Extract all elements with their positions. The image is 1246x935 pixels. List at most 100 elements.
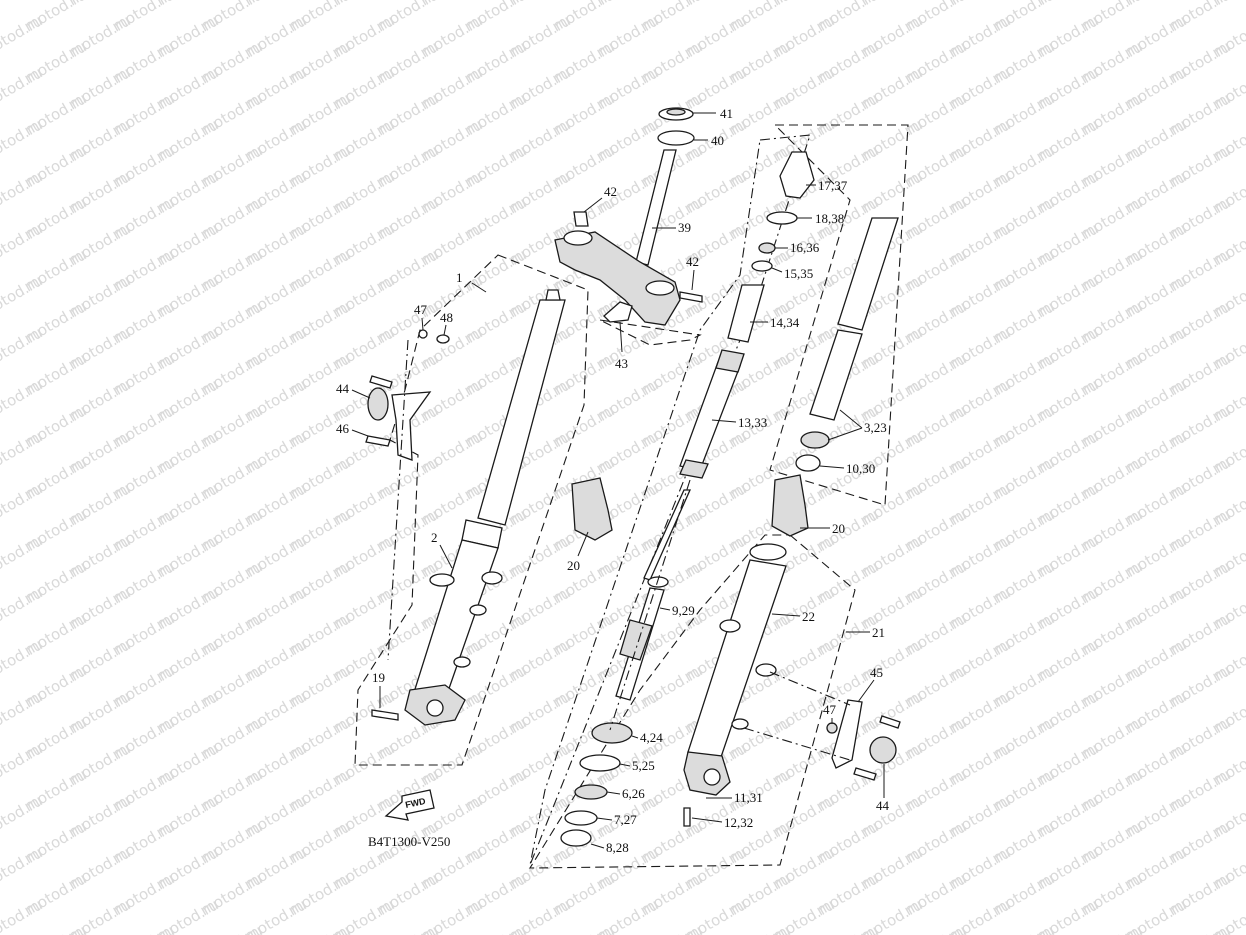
alignment-lines: [387, 339, 851, 761]
watermark-text: motod.ru: [549, 921, 618, 935]
label-14-34: 14,34: [770, 315, 800, 330]
leader-20-left: [577, 531, 589, 557]
watermark-text: motod.ru: [0, 531, 46, 581]
watermark-text: motod.ru: [0, 479, 46, 529]
right-dust-seal: [749, 543, 787, 561]
watermark-text: motod.ru: [1165, 921, 1234, 935]
watermark-text: motod.ru: [0, 739, 46, 789]
watermark-text: motod.ru: [0, 635, 46, 685]
clip-5: [579, 754, 621, 772]
label-19: 19: [372, 670, 385, 685]
leader-13: [711, 419, 737, 423]
label-44-right: 44: [876, 798, 890, 813]
bracket-bore-right: [645, 280, 675, 296]
watermark-text: motod.ru: [0, 63, 46, 113]
collar-10: [795, 454, 821, 472]
bracket-45: [831, 699, 863, 769]
washer-15: [751, 260, 773, 272]
bolt-left-2: [365, 435, 391, 447]
o-ring-18: [766, 211, 798, 225]
watermark-text: motod.ru: [0, 271, 46, 321]
watermark-text: motod.ru: [1077, 921, 1146, 935]
bolt-right-1: [879, 715, 901, 729]
left-tube-cap: [545, 289, 561, 301]
spring-13-coils-bottom: [679, 459, 709, 479]
right-cartridge-group: [751, 151, 899, 537]
leader-7: [596, 817, 613, 821]
label-11-31: 11,31: [734, 790, 763, 805]
leader-4: [631, 735, 639, 739]
label-44-left: 44: [336, 381, 350, 396]
label-47-left: 47: [414, 302, 428, 317]
leader-48: [443, 324, 447, 336]
bushing-3: [800, 431, 830, 449]
leader-45: [857, 679, 875, 703]
left-fork-leg-group: [371, 289, 613, 726]
leader-22: [771, 613, 801, 617]
bolt-12: [683, 807, 691, 827]
label-22: 22: [802, 609, 815, 624]
cap-bolt-17: [779, 151, 815, 199]
label-47-right: 47: [823, 702, 837, 717]
leader-3-b: [827, 427, 863, 441]
watermark-text: motod.ru: [197, 921, 266, 935]
watermark-text: motod.ru: [813, 921, 882, 935]
label-10-30: 10,30: [846, 461, 875, 476]
label-42-upper: 42: [604, 184, 617, 199]
label-7-27: 7,27: [614, 812, 637, 827]
watermark-text: motod.ru: [0, 843, 46, 893]
leader-8: [590, 843, 605, 849]
label-16-36: 16,36: [790, 240, 820, 255]
leader-12: [691, 817, 723, 823]
align-right-reflector-2: [743, 727, 851, 761]
label-39: 39: [678, 220, 691, 235]
right-mount-1: [719, 619, 741, 633]
nut-47-right: [826, 722, 838, 734]
label-17-37: 17,37: [818, 178, 848, 193]
label-12-32: 12,32: [724, 815, 753, 830]
label-45: 45: [870, 665, 883, 680]
watermark-text: motod.ru: [0, 167, 46, 217]
cap-48: [436, 334, 450, 344]
label-6-26: 6,26: [622, 786, 645, 801]
label-9-29: 9,29: [672, 603, 695, 618]
label-41: 41: [720, 106, 733, 121]
label-48: 48: [440, 310, 453, 325]
label-40: 40: [711, 133, 724, 148]
bushing-8: [560, 829, 592, 847]
watermark-text: motod.ru: [0, 0, 46, 9]
bushing-7: [564, 810, 598, 826]
bolt-right-2: [853, 767, 877, 781]
right-fork-leg-group: [683, 543, 787, 827]
part-labels: 41 40 39 42 42 43 1 2 19 20 44 46 47 48 …: [336, 106, 890, 855]
label-4-24: 4,24: [640, 730, 663, 745]
watermark-text: motod.ru: [0, 583, 46, 633]
watermark-text: motod.ru: [725, 921, 794, 935]
leader-15: [771, 267, 783, 273]
label-8-28: 8,28: [606, 840, 629, 855]
align-left-reflector: [387, 339, 409, 661]
label-20-right: 20: [832, 521, 845, 536]
right-axle-hole: [703, 768, 721, 786]
leader-42-upper: [583, 197, 603, 213]
bolt-left-1: [369, 375, 393, 389]
under-bracket: [554, 231, 681, 326]
label-3-23: 3,23: [864, 420, 887, 435]
watermark-text: motod.ru: [109, 921, 178, 935]
bracket-assembly-outline: [599, 319, 702, 346]
leader-9: [659, 607, 671, 611]
washer-6: [574, 784, 608, 800]
watermark-text: motod.ru: [285, 921, 354, 935]
label-20-left: 20: [567, 558, 580, 573]
label-5-25: 5,25: [632, 758, 655, 773]
oil-seal-4: [591, 722, 633, 744]
fwd-arrow: FWD: [384, 789, 435, 821]
label-2: 2: [431, 530, 438, 545]
reflector-44-left: [367, 387, 389, 421]
label-1: 1: [456, 270, 463, 285]
leader-5: [619, 763, 631, 767]
watermark-text: motod.ru: [901, 921, 970, 935]
watermark-text: motod.ru: [637, 921, 706, 935]
fork-protector-20-right: [771, 474, 809, 537]
watermark-text: motod.ru: [0, 219, 46, 269]
